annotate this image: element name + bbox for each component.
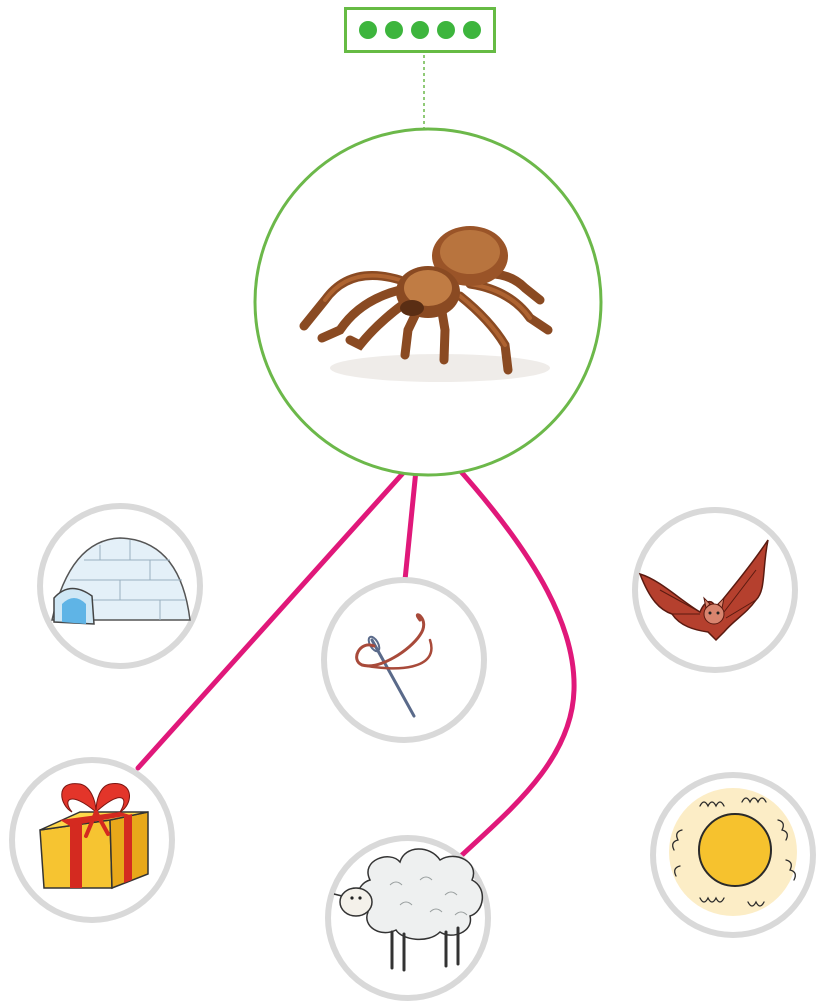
option-bat[interactable] [635,510,795,670]
syllable-dot [463,21,481,39]
option-needle[interactable] [324,580,484,740]
syllable-dot-box [344,7,496,53]
option-sheep[interactable] [328,838,488,998]
option-sun[interactable] [653,775,813,935]
option-igloo[interactable] [40,506,200,666]
option-gift[interactable] [12,760,172,920]
syllable-dot [411,21,429,39]
syllable-dot [359,21,377,39]
center-picture-circle [255,129,601,475]
sun-icon [669,788,797,916]
syllable-dot [437,21,455,39]
syllable-dot [385,21,403,39]
link-line-needle[interactable] [405,470,416,580]
